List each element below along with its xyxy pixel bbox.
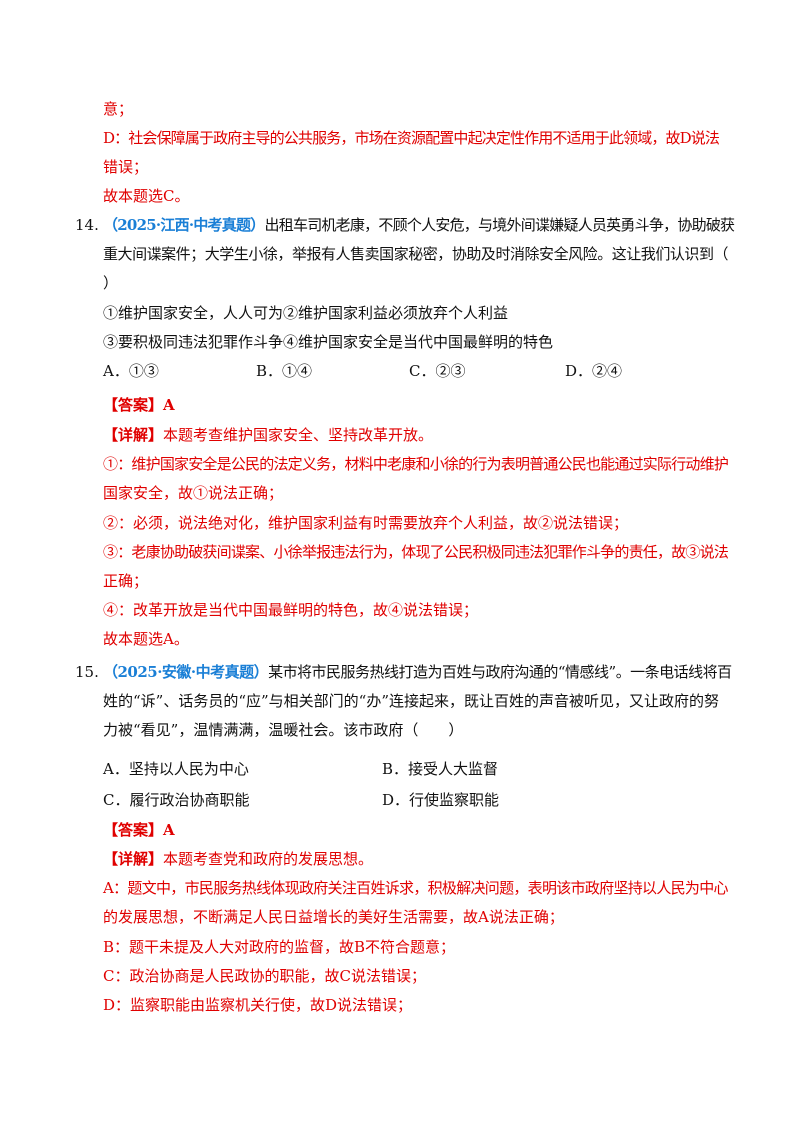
q13-tail-line-2: D：社会保障属于政府主导的公共服务，市场在资源配置中起决定性作用不适用于此领域，…	[103, 129, 720, 147]
q15-stem-line-3: 力被“看见”，温情满满，温暖社会。该市政府（ ）	[103, 721, 464, 739]
q14-detail-text: 本题考查维护国家安全、坚持改革开放。	[163, 426, 434, 444]
q14-option-c: C．②③	[409, 362, 466, 380]
q14-explain-4: ④：改革开放是当代中国最鲜明的特色，故④说法错误；	[103, 601, 479, 619]
q14-item-line-1: ①维护国家安全，人人可为②维护国家利益必须放弃个人利益	[103, 304, 509, 322]
q14-conclusion: 故本题选A。	[103, 630, 189, 648]
q15-option-b: B．接受人大监督	[382, 760, 499, 778]
q14-stem-line-2: 重大间谍案件；大学生小徐，举报有人售卖国家秘密，协助及时消除安全风险。这让我们认…	[103, 245, 729, 263]
q15-detail-text: 本题考查党和政府的发展思想。	[163, 850, 374, 868]
q13-tail-line-1: 意；	[103, 100, 134, 118]
q15-explain-a-line-1: A：题文中，市民服务热线体现政府关注百姓诉求，积极解决问题，表明该市政府坚持以人…	[103, 879, 729, 897]
q15-option-a: A．坚持以人民为中心	[103, 760, 249, 778]
q14-explain-3-line-1: ③：老康协助破获间谍案、小徐举报违法行为，体现了公民积极同违法犯罪作斗争的责任，…	[103, 543, 729, 561]
q14-number: 14.	[75, 216, 99, 234]
q15-stem-line-2: 姓的“诉”、话务员的“应”与相关部门的“办”连接起来，既让百姓的声音被听见，又让…	[103, 692, 720, 710]
q14-detail-label: 【详解】	[103, 426, 164, 444]
q14-explain-1-line-1: ①：维护国家安全是公民的法定义务，材料中老康和小徐的行为表明普通公民也能通过实际…	[103, 455, 729, 473]
q14-detail: 【详解】本题考查维护国家安全、坚持改革开放。	[103, 424, 433, 446]
q13-tail-line-3: 错误；	[103, 158, 149, 176]
q14-explain-2: ②：必须，说法绝对化，维护国家利益有时需要放弃个人利益，故②说法错误；	[103, 514, 629, 532]
q15-answer: 【答案】A	[103, 821, 175, 839]
q15-stem-line-1: （2025·安徽·中考真题）某市将市民服务热线打造为百姓与政府沟通的“情感线”。…	[103, 661, 732, 683]
q15-detail: 【详解】本题考查党和政府的发展思想。	[103, 848, 373, 870]
q15-explain-c: C：政治协商是人民政协的职能，故C说法错误；	[103, 967, 426, 985]
q15-explain-d: D：监察职能由监察机关行使，故D说法错误；	[103, 996, 413, 1014]
q15-detail-label: 【详解】	[103, 850, 164, 868]
q14-explain-1-line-2: 国家安全，故①说法正确；	[103, 484, 284, 502]
q15-stem-text-1: 某市将市民服务热线打造为百姓与政府沟通的“情感线”。一条电话线将百	[268, 663, 732, 681]
q14-option-a: A．①③	[103, 362, 159, 380]
q15-option-d: D．行使监察职能	[382, 791, 500, 809]
q14-stem-line-3: ）	[103, 274, 119, 292]
q14-option-d: D．②④	[565, 362, 623, 380]
q14-answer: 【答案】A	[103, 396, 175, 414]
q15-explain-b: B：题干未提及人大对政府的监督，故B不符合题意；	[103, 938, 456, 956]
q14-item-line-2: ③要积极同违法犯罪作斗争④维护国家安全是当代中国最鲜明的特色	[103, 333, 554, 351]
q15-source: （2025·安徽·中考真题）	[103, 663, 269, 681]
q14-stem-text-1: 出租车司机老康，不顾个人安危，与境外间谍嫌疑人员英勇斗争，协助破获	[264, 216, 736, 234]
q14-stem-line-1: （2025·江西·中考真题）出租车司机老康，不顾个人安危，与境外间谍嫌疑人员英勇…	[103, 214, 736, 236]
q15-explain-a-line-2: 的发展思想，不断满足人民日益增长的美好生活需要，故A说法正确；	[103, 908, 564, 926]
q14-source: （2025·江西·中考真题）	[103, 216, 265, 234]
q15-option-c: C．履行政治协商职能	[103, 791, 250, 809]
q14-option-b: B．①④	[256, 362, 313, 380]
q15-number: 15.	[75, 663, 99, 681]
q13-conclusion: 故本题选C。	[103, 187, 190, 205]
q14-explain-3-line-2: 正确；	[103, 572, 149, 590]
